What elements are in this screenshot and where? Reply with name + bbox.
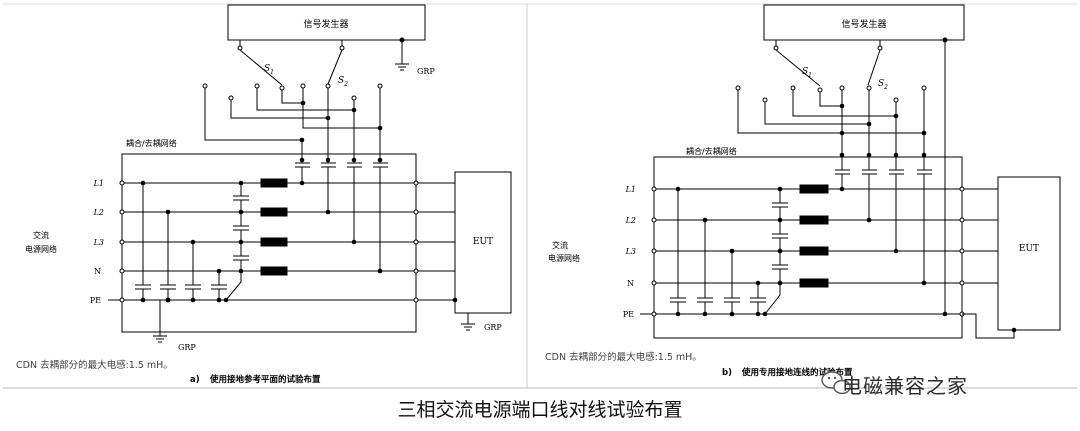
panel-b: [640, 4, 1061, 339]
panel-a-grp-top: GRP: [417, 67, 435, 76]
eut-box: [454, 171, 512, 314]
eut-box-b: [997, 176, 1061, 331]
panel-a-grp-bottom-left: GRP: [178, 343, 196, 352]
panel-b-eut-label: EUT: [1019, 244, 1039, 254]
figure-caption: 三相交流电源端口线对线试验布置: [397, 399, 683, 421]
wechat-icon: [821, 371, 851, 395]
panel-a-subcaption: 使用接地参考平面的试验布置: [209, 374, 321, 385]
panel-a-line-l3: L3: [93, 238, 104, 247]
panel-b-note: CDN 去耦部分的最大电感:1.5 mH。: [545, 351, 702, 363]
coupling-network-box-b: [653, 156, 963, 339]
panel-b-generator-label: 信号发生器: [841, 18, 886, 30]
panel-b-s1-label: S1: [802, 67, 812, 79]
panel-b-line-n: N: [627, 279, 634, 288]
panel-b-line-pe: PE: [623, 310, 634, 319]
panel-a-line-n: N: [94, 267, 101, 276]
panel-a-supply-label-2: 电源网络: [25, 244, 57, 254]
panel-b-network-label: 耦合/去耦网络: [686, 146, 737, 156]
panel-b-subcaption-letter: b): [722, 368, 732, 378]
panel-a-line-pe: PE: [90, 296, 101, 305]
signal-generator-box-b: [763, 4, 965, 41]
panel-b-s2-label: S2: [878, 79, 888, 91]
panel-a-subcaption-letter: a): [190, 375, 200, 385]
panel-b-line-l1: L1: [625, 185, 636, 194]
panel-a-generator-label: 信号发生器: [303, 18, 348, 30]
panel-b-line-l2: L2: [625, 216, 636, 225]
panel-a-s2-label: S2: [338, 76, 348, 88]
panel-b-supply-label-2: 电源网络: [548, 253, 580, 263]
panel-a-line-l1: L1: [93, 179, 104, 188]
panel-a-s1-label: S1: [264, 64, 274, 76]
panel-a-eut-label: EUT: [473, 237, 493, 247]
panel-b-supply-label-1: 交流: [552, 240, 568, 250]
panel-b-subcaption: 使用专用接地连线的试验布置: [741, 367, 853, 378]
panel-a-grp-bottom-right: GRP: [484, 323, 502, 332]
panel-a-network-label: 耦合/去耦网络: [126, 138, 177, 148]
panel-a-supply-label-1: 交流: [33, 230, 49, 240]
panel-b-line-l3: L3: [625, 247, 636, 256]
signal-generator-box: [227, 4, 426, 41]
panel-a-note: CDN 去耦部分的最大电感:1.5 mH。: [16, 359, 173, 371]
panel-a: [108, 4, 512, 343]
panel-a-line-l2: L2: [93, 208, 104, 217]
watermark: 电磁兼容之家: [842, 374, 968, 398]
